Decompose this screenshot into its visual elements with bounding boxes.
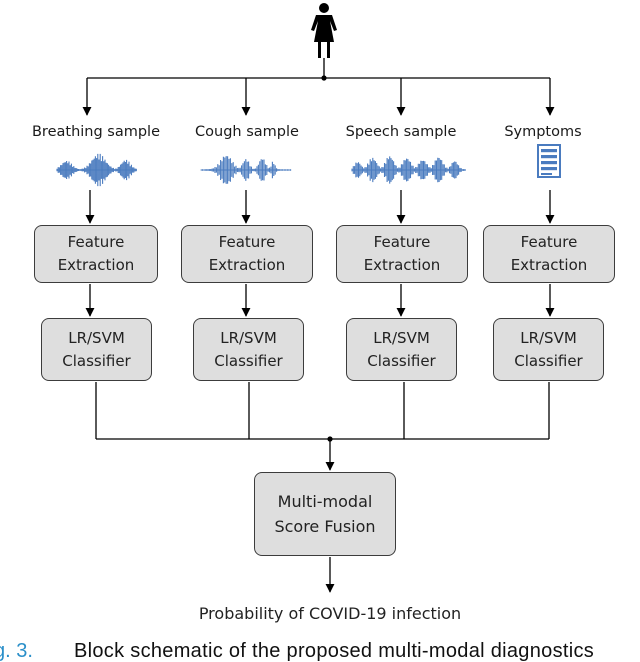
fusion-box-line2: Score Fusion (274, 517, 376, 536)
classifier-box-line1: LR/SVM (520, 328, 577, 347)
caption-text: Block schematic of the proposed multi-mo… (74, 640, 595, 662)
feature-box-line2: Extraction (57, 256, 135, 274)
feature-box-line1: Feature (520, 233, 578, 251)
speech-waveform-icon (351, 156, 466, 184)
classifier-box-speech: LR/SVM Classifier (346, 318, 457, 381)
document-icon (537, 144, 561, 178)
feature-box-line2: Extraction (510, 256, 588, 274)
cough-waveform-icon (200, 156, 292, 184)
speech-sample-label: Speech sample (345, 124, 457, 140)
classifier-box-line2: Classifier (62, 351, 131, 370)
breathing-sample-label: Breathing sample (31, 124, 161, 140)
feature-box-line1: Feature (67, 233, 125, 251)
waveform-path (351, 156, 466, 184)
waveform-path (200, 156, 292, 184)
classifier-box-symptoms: LR/SVM Classifier (493, 318, 604, 381)
classifier-box-line2: Classifier (514, 351, 583, 370)
output-label: Probability of COVID-19 infection (198, 604, 462, 623)
figure-caption: g. 3. Block schematic of the proposed mu… (0, 640, 640, 662)
person-icon (311, 3, 337, 58)
feature-box-line2: Extraction (208, 256, 286, 274)
feature-extraction-box-cough: Feature Extraction (181, 225, 313, 283)
classifier-box-line2: Classifier (367, 351, 436, 370)
score-fusion-box: Multi-modal Score Fusion (254, 472, 396, 556)
classifier-box-breathing: LR/SVM Classifier (41, 318, 152, 381)
feature-box-line1: Feature (373, 233, 431, 251)
cough-sample-label: Cough sample (195, 124, 299, 140)
breathing-waveform-icon (56, 153, 137, 187)
symptoms-label: Symptoms (504, 124, 582, 140)
feature-extraction-box-speech: Feature Extraction (336, 225, 468, 283)
classifier-box-line2: Classifier (214, 351, 283, 370)
classifier-box-line1: LR/SVM (373, 328, 430, 347)
classifier-box-line1: LR/SVM (68, 328, 125, 347)
figure-label: g. 3. (0, 640, 33, 662)
feature-extraction-box-symptoms: Feature Extraction (483, 225, 615, 283)
classifier-box-line1: LR/SVM (220, 328, 277, 347)
feature-extraction-box-breathing: Feature Extraction (34, 225, 158, 283)
feature-box-line1: Feature (218, 233, 276, 251)
classifier-box-cough: LR/SVM Classifier (193, 318, 304, 381)
waveform-path (56, 153, 137, 187)
fusion-box-line1: Multi-modal (277, 492, 373, 511)
feature-box-line2: Extraction (363, 256, 441, 274)
